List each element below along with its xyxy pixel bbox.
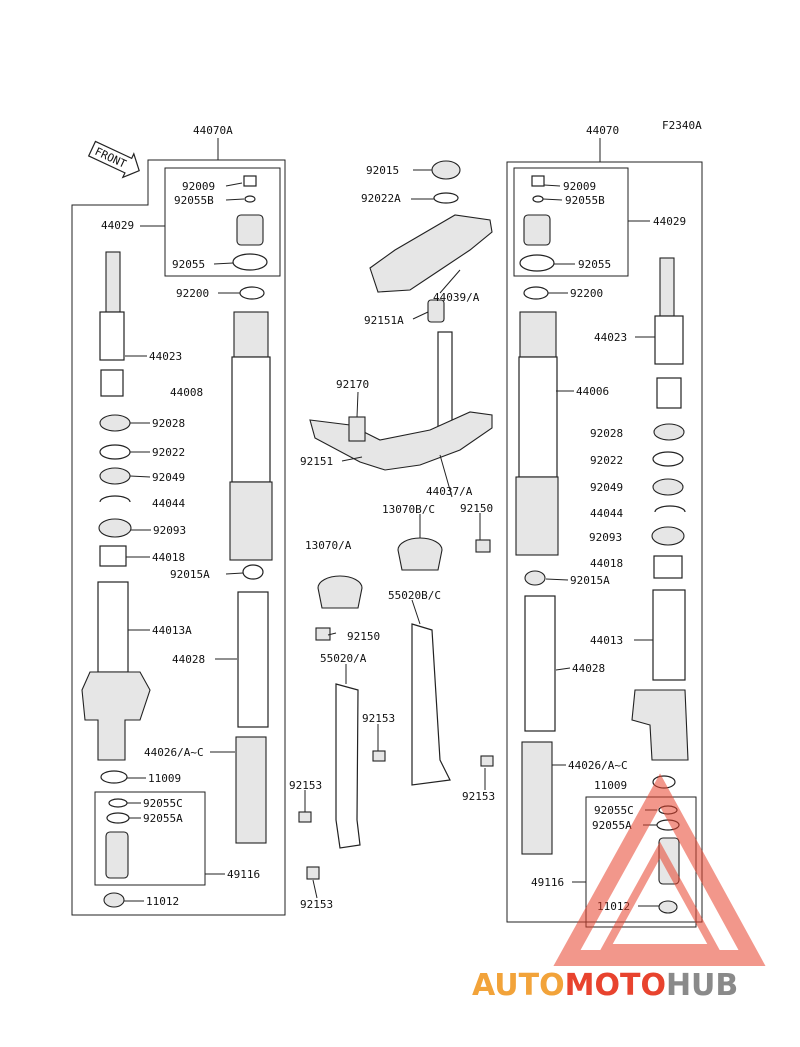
- part-label: 92055A: [143, 812, 183, 825]
- part-label: 44037/A: [426, 485, 473, 498]
- part-label: 44006: [576, 385, 609, 398]
- part-label: 49116: [227, 868, 260, 881]
- front-direction-arrow: FRONT: [87, 140, 140, 179]
- part-label: 92049: [152, 471, 185, 484]
- part-label: 92153: [289, 779, 322, 792]
- watermark-text: AUTOMOTOHUB: [472, 968, 738, 1003]
- watermark-moto: MOTO: [565, 968, 666, 1003]
- part-label: 92009: [563, 180, 596, 193]
- cap-subassembly-box-left: [164, 167, 281, 277]
- part-label: 44018: [152, 551, 185, 564]
- cap-subassembly-box-right: [513, 167, 629, 277]
- part-label: 44023: [149, 350, 182, 363]
- part-label: 92093: [153, 524, 186, 537]
- part-label: 92093: [589, 531, 622, 544]
- right-fork-assembly: 44070: [506, 124, 703, 928]
- part-label: 92022: [590, 454, 623, 467]
- part-label: 92151A: [364, 314, 404, 327]
- part-label: 92170: [336, 378, 369, 391]
- left-fork-assembly: 44070A: [71, 124, 286, 916]
- part-label: 44026/A~C: [144, 746, 204, 759]
- part-label: 92055C: [143, 797, 183, 810]
- part-label: 13070/A: [305, 539, 352, 552]
- part-label: 44018: [590, 557, 623, 570]
- part-label: 92015A: [570, 574, 610, 587]
- part-label: 44029: [101, 219, 134, 232]
- part-label: 92200: [176, 287, 209, 300]
- part-label: 92028: [152, 417, 185, 430]
- part-label: 13070B/C: [382, 503, 435, 516]
- part-label: 49116: [531, 876, 564, 889]
- part-label: 92150: [347, 630, 380, 643]
- watermark-hub: HUB: [666, 968, 738, 1003]
- assembly-left-label: 44070A: [193, 124, 233, 137]
- valve-subassembly-box-left: [94, 791, 206, 886]
- part-label: 92055B: [565, 194, 605, 207]
- part-label: 92055A: [592, 819, 632, 832]
- part-label: 92022A: [361, 192, 401, 205]
- part-label: 92153: [462, 790, 495, 803]
- part-label: 92015: [366, 164, 399, 177]
- part-label: 44028: [172, 653, 205, 666]
- part-label: 92055: [172, 258, 205, 271]
- part-label: 44039/A: [433, 291, 480, 304]
- part-label: 55020/A: [320, 652, 367, 665]
- part-label: 44008: [170, 386, 203, 399]
- part-label: 92028: [590, 427, 623, 440]
- part-label: 92153: [300, 898, 333, 911]
- part-label: 92150: [460, 502, 493, 515]
- part-label: 92055: [578, 258, 611, 271]
- part-label: 11012: [146, 895, 179, 908]
- part-label: 92055B: [174, 194, 214, 207]
- watermark-logo: [553, 773, 766, 966]
- part-label: 92153: [362, 712, 395, 725]
- part-label: 11009: [148, 772, 181, 785]
- part-label: 44013A: [152, 624, 192, 637]
- part-label: 44044: [590, 507, 623, 520]
- assembly-right-label: 44070: [586, 124, 619, 137]
- part-label: 92151: [300, 455, 333, 468]
- part-label: 92022: [152, 446, 185, 459]
- part-label: 44029: [653, 215, 686, 228]
- center-steering-parts: 92015 92022A 44039/A 92151A 92170 92151 …: [289, 160, 495, 911]
- watermark-auto: AUTO: [472, 968, 565, 1003]
- part-label: 92200: [570, 287, 603, 300]
- part-label: 44013: [590, 634, 623, 647]
- part-label: 44044: [152, 497, 185, 510]
- part-label: 92009: [182, 180, 215, 193]
- part-label: 92055C: [594, 804, 634, 817]
- part-label: 44023: [594, 331, 627, 344]
- figure-code: F2340A: [662, 119, 702, 132]
- part-label: 44028: [572, 662, 605, 675]
- part-label: 11009: [594, 779, 627, 792]
- part-label: 44026/A~C: [568, 759, 628, 772]
- part-label: 92049: [590, 481, 623, 494]
- part-label: 55020B/C: [388, 589, 441, 602]
- part-label: 92015A: [170, 568, 210, 581]
